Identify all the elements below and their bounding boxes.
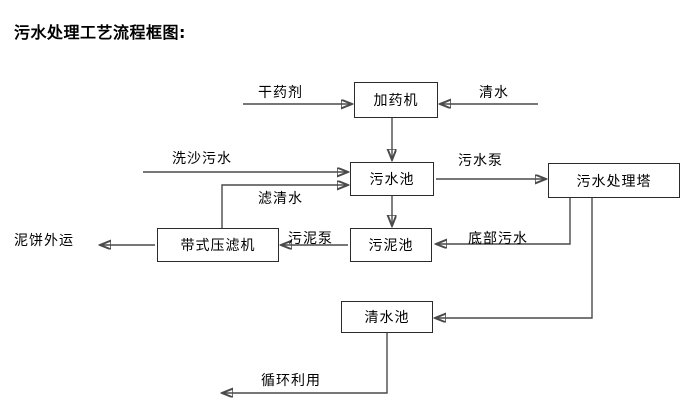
node-label: 污水处理塔 [576, 173, 652, 190]
node-sludge-pool[interactable]: 污泥池 [350, 228, 432, 262]
node-dosing-machine[interactable]: 加药机 [354, 82, 438, 118]
node-label: 带式压滤机 [180, 238, 256, 254]
edge-label-clean-water: 清水 [479, 85, 509, 101]
edge-label-sand-wash-sewage: 洗沙污水 [172, 151, 232, 167]
wire-tower-to-clear-pool [435, 198, 593, 318]
node-label: 加药机 [373, 93, 419, 109]
node-clear-water-pool[interactable]: 清水池 [341, 301, 433, 333]
edge-label-sludge-pump: 污泥泵 [288, 231, 333, 247]
node-label: 污泥池 [368, 238, 414, 254]
node-sewage-pool[interactable]: 污水池 [350, 162, 434, 196]
edge-label-bottom-sewage: 底部污水 [468, 231, 528, 247]
node-label: 清水池 [364, 310, 410, 326]
edge-label-sewage-pump: 污水泵 [458, 153, 503, 169]
edge-label-recycle-use: 循环利用 [261, 373, 321, 389]
page-title: 污水处理工艺流程框图: [14, 23, 186, 42]
edge-label-filtered-water: 滤清水 [258, 191, 303, 207]
node-treatment-tower[interactable]: 污水处理塔 [548, 163, 680, 198]
node-belt-filter-press[interactable]: 带式压滤机 [157, 228, 279, 262]
node-label: 污水池 [369, 172, 415, 188]
terminal-label-mud-cake-out: 泥饼外运 [14, 233, 74, 249]
edge-label-dry-agent: 干药剂 [258, 85, 303, 101]
